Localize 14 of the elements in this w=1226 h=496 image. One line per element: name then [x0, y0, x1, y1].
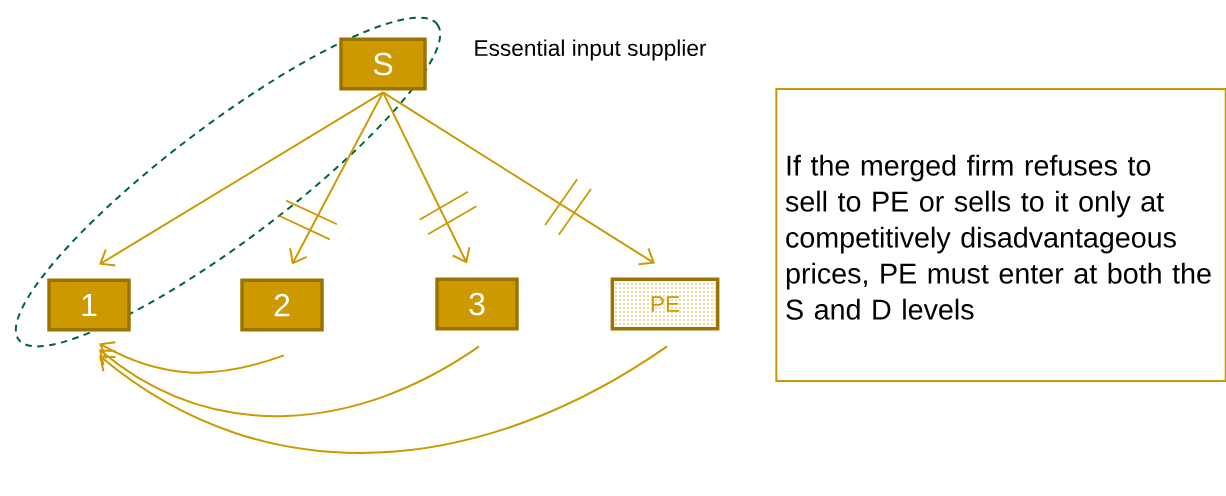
firm-box: 1 [47, 278, 131, 332]
firm-box: S [339, 37, 427, 91]
arrow [382, 91, 655, 266]
arrow [99, 345, 480, 417]
arrow [99, 345, 668, 454]
firm-box: 3 [435, 277, 519, 331]
note-box: If the merged firm refuses to sell to PE or sells to it only at competitively disadvantageous prices, PE must enter at both the S and D levels [775, 88, 1226, 382]
arrow [99, 341, 285, 374]
arrow [289, 91, 384, 265]
node-caption: Essential input supplier [475, 39, 707, 61]
arrow [382, 91, 471, 264]
firm-box: 2 [240, 278, 324, 332]
arrow [99, 91, 384, 267]
entrant-box: PE [610, 277, 720, 331]
